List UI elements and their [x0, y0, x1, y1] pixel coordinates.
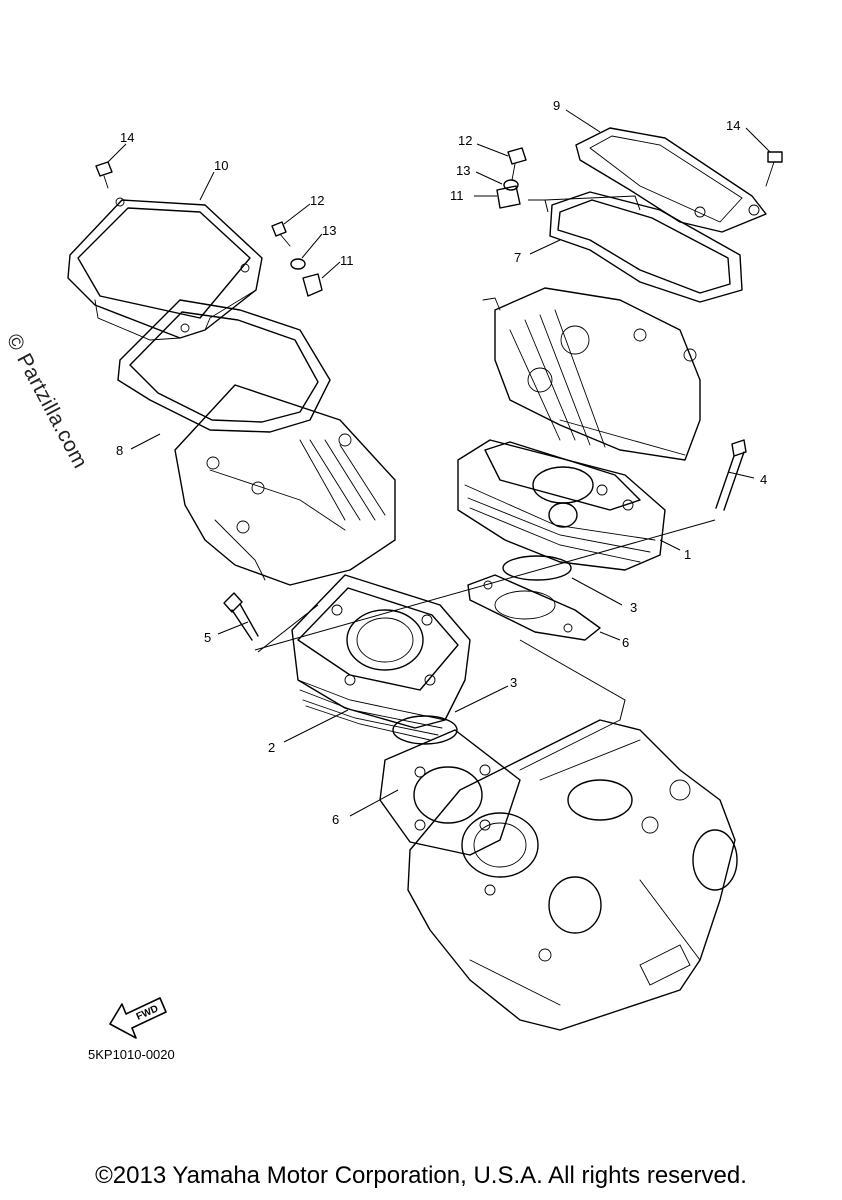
crankcase [407, 719, 738, 1031]
front-cylinder-head-cover [67, 197, 263, 341]
rear-cylinder-bolt [715, 439, 747, 511]
callout-3-rear: 3 [630, 600, 637, 615]
callout-2: 2 [268, 740, 275, 755]
fwd-arrow-icon: FWD [109, 997, 167, 1039]
rear-cylinder-head [482, 287, 701, 461]
copyright-notice: ©2013 Yamaha Motor Corporation, U.S.A. A… [95, 1162, 747, 1189]
callout-6-front: 6 [332, 812, 339, 827]
rear-cylinder-head-cover [575, 127, 767, 233]
rear-head-cover-gasket [549, 191, 743, 303]
callout-7: 7 [514, 250, 521, 265]
rear-hardware [496, 147, 783, 209]
callout-8: 8 [116, 443, 123, 458]
callout-11-left: 11 [340, 253, 354, 268]
callout-13-right: 13 [456, 163, 470, 178]
callout-4: 4 [760, 472, 767, 487]
leader-lines [107, 109, 771, 817]
callout-10: 10 [214, 158, 228, 173]
rear-cylinder-gasket [467, 574, 601, 641]
callout-6-rear: 6 [622, 635, 629, 650]
callout-14-left: 14 [120, 130, 134, 145]
callout-11-right: 11 [450, 188, 464, 203]
front-o-ring [392, 715, 458, 745]
callout-13-left: 13 [322, 223, 336, 238]
diagram-code: 5KP1010-0020 [88, 1047, 175, 1062]
front-cylinder-bolt [223, 592, 259, 641]
callout-12-left: 12 [310, 193, 324, 208]
callout-labels: 1 2 3 3 4 5 6 6 7 8 9 10 11 11 12 12 13 … [116, 98, 767, 827]
front-cylinder [291, 574, 471, 741]
front-hardware [95, 161, 323, 297]
callout-1: 1 [684, 547, 691, 562]
front-cylinder-head [174, 384, 396, 586]
callout-9: 9 [553, 98, 560, 113]
callout-12-right: 12 [458, 133, 472, 148]
front-cylinder-gasket [379, 729, 521, 856]
callout-3-front: 3 [510, 675, 517, 690]
callout-14-right: 14 [726, 118, 740, 133]
rear-cylinder [457, 439, 666, 571]
front-head-cover-gasket [117, 299, 331, 433]
rear-o-ring [502, 555, 572, 581]
callout-5: 5 [204, 630, 211, 645]
